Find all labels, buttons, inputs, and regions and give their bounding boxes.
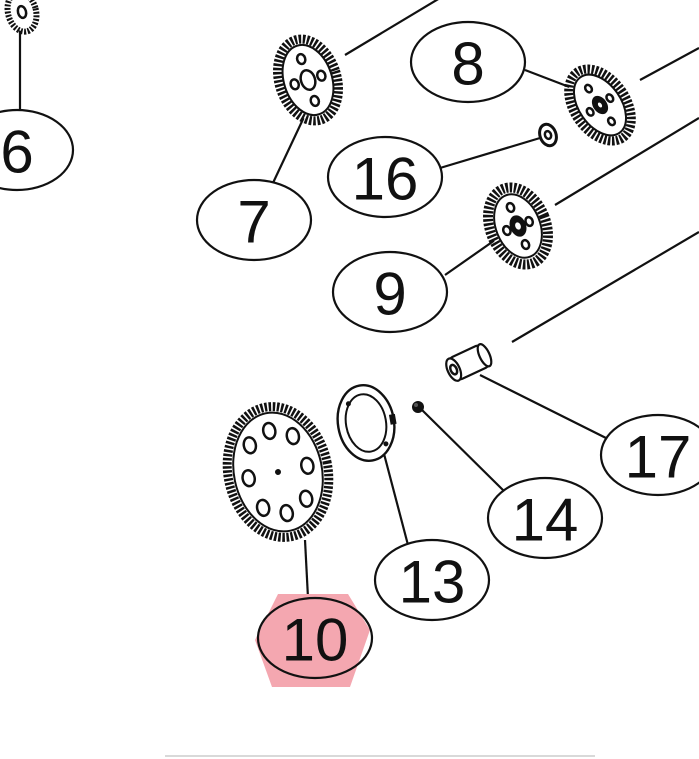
callout-10[interactable]: 10 [256,596,374,680]
axis-line-8 [639,47,699,81]
callout-16-label: 16 [352,146,419,213]
callout-8-label: 8 [451,31,484,98]
leader-9 [444,239,496,276]
callout-9-label: 9 [373,261,406,328]
gear-part-9 [483,182,553,270]
gear-part-10 [222,402,334,542]
leader-lines [18,0,699,599]
highlight-10 [255,594,370,687]
leader-14 [419,407,506,493]
axis-line-9 [554,117,699,206]
bushing-part-16 [538,122,558,148]
callout-14-label: 14 [512,487,579,554]
callout-13[interactable]: 13 [373,538,491,622]
axis-line-7 [344,0,439,56]
callout-8[interactable]: 8 [409,20,527,104]
bottom-divider [165,755,595,757]
callout-16[interactable]: 16 [326,135,444,219]
callout-6[interactable]: 6 [0,108,75,192]
callout-10-label: 10 [282,607,349,674]
callout-13-label: 13 [399,549,466,616]
leader-10 [303,539,310,599]
leader-8 [524,68,573,90]
gear-part-8 [564,64,636,146]
callout-14[interactable]: 14 [486,476,604,560]
callout-7[interactable]: 7 [195,178,313,262]
ring-part-13 [336,384,397,462]
leader-17 [479,374,611,441]
gear-part-6 [4,0,40,35]
callout-9[interactable]: 9 [331,250,449,334]
leader-16 [439,136,541,170]
leader-7 [271,114,306,186]
callout-6-label: 6 [0,119,33,186]
callout-7-label: 7 [237,189,270,256]
pin-part-14 [412,401,424,413]
coupling-part-17 [445,343,493,382]
leader-13 [381,449,410,546]
gear-part-7 [273,34,343,126]
callout-17[interactable]: 17 [599,413,699,497]
callout-17-label: 17 [625,424,692,491]
axis-line-17 [511,231,699,343]
